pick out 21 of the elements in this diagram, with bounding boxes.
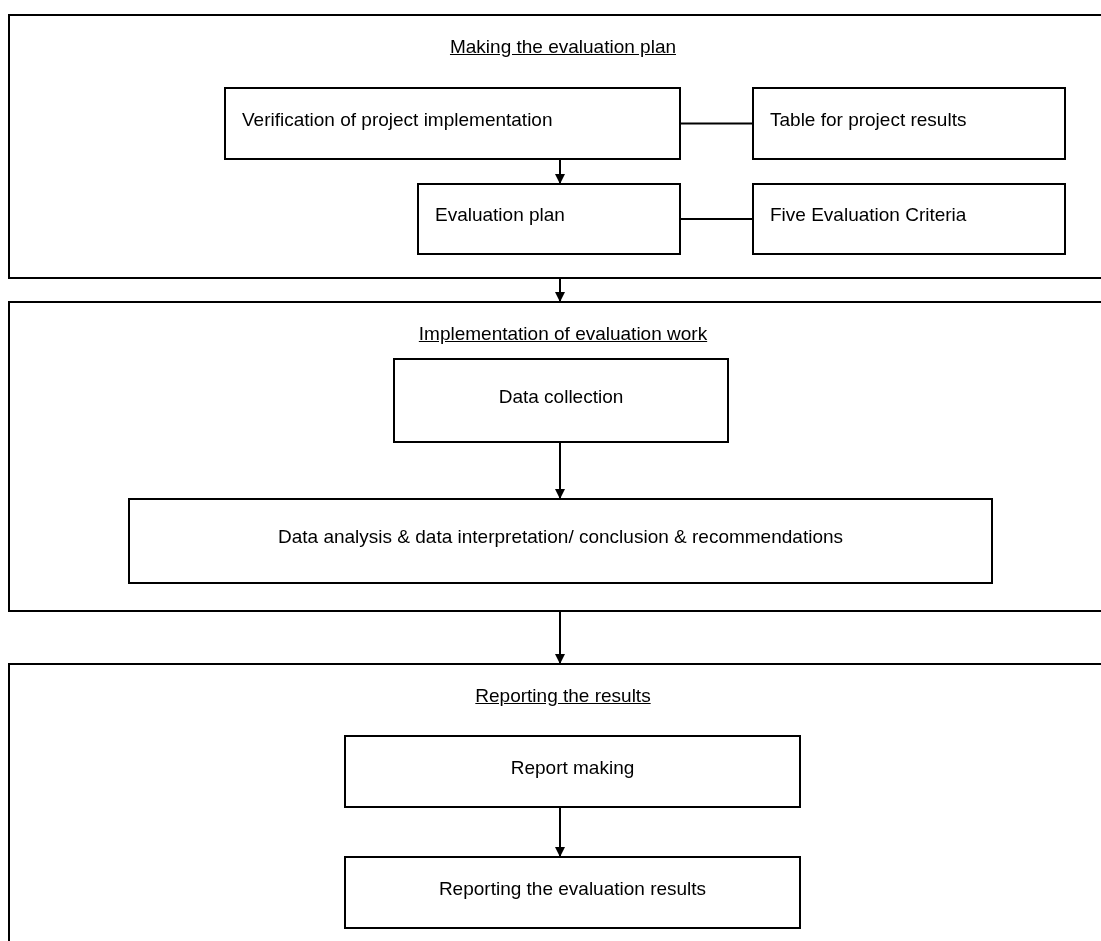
arrow bbox=[555, 807, 565, 857]
stage-panel bbox=[8, 301, 1101, 612]
arrow bbox=[555, 611, 565, 664]
process-box: Verification of project implementation bbox=[224, 87, 681, 160]
process-box: Reporting the evaluation results bbox=[344, 856, 801, 929]
connector-line bbox=[680, 122, 753, 125]
stage-heading: Implementation of evaluation work bbox=[418, 323, 708, 344]
arrow bbox=[555, 278, 565, 302]
process-box: Report making bbox=[344, 735, 801, 808]
process-box: Five Evaluation Criteria bbox=[752, 183, 1066, 255]
process-box: Evaluation plan bbox=[417, 183, 681, 255]
connector-line bbox=[680, 218, 753, 220]
stage-heading: Making the evaluation plan bbox=[449, 36, 676, 57]
process-box: Data analysis & data interpretation/ conclusion & recommendations bbox=[128, 498, 993, 584]
arrow bbox=[555, 442, 565, 499]
arrow bbox=[555, 159, 565, 184]
process-box: Table for project results bbox=[752, 87, 1066, 160]
stage-panel bbox=[8, 663, 1101, 941]
stage-heading: Reporting the results bbox=[475, 685, 651, 706]
stage-panel bbox=[8, 14, 1101, 279]
process-box: Data collection bbox=[393, 358, 729, 443]
